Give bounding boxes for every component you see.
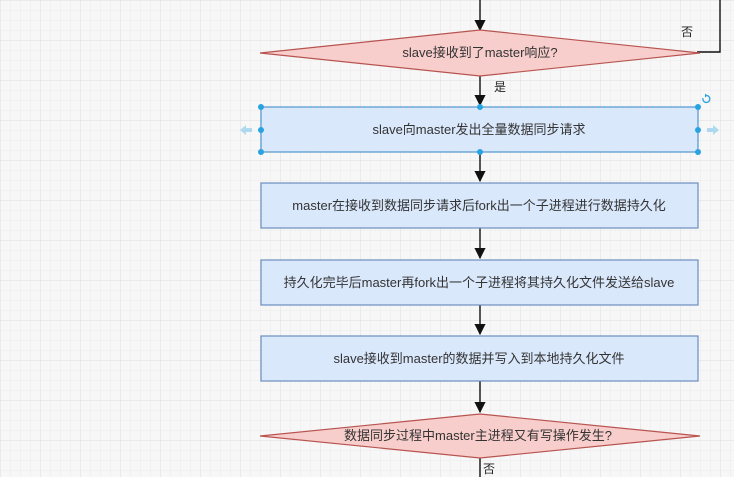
edge-label-no-bottom: 否 xyxy=(483,462,495,476)
process-slave-full-sync-request[interactable]: slave向master发出全量数据同步请求 xyxy=(260,106,699,153)
process-label: slave接收到master的数据并写入到本地持久化文件 xyxy=(333,351,624,366)
edge-label-no-top: 否 xyxy=(681,25,693,39)
resize-handles[interactable] xyxy=(258,104,701,155)
resize-handle-e[interactable] xyxy=(695,127,701,133)
decision-new-write[interactable]: 数据同步过程中master主进程又有写操作发生? xyxy=(259,413,701,459)
process-shape xyxy=(260,335,699,382)
connect-arrow-left-icon[interactable] xyxy=(240,125,252,135)
edges xyxy=(474,0,721,477)
edge-label-yes: 是 xyxy=(494,80,506,94)
decision-shape xyxy=(259,413,701,459)
decision-label: slave接收到了master响应? xyxy=(402,45,557,60)
selection-overlay xyxy=(240,93,719,155)
process-master-fork-persist[interactable]: master在接收到数据同步请求后fork出一个子进程进行数据持久化 xyxy=(260,182,699,229)
resize-handle-ne[interactable] xyxy=(695,104,701,110)
resize-handle-sw[interactable] xyxy=(258,149,264,155)
resize-handle-se[interactable] xyxy=(695,149,701,155)
resize-handle-n[interactable] xyxy=(477,104,483,110)
process-shape xyxy=(260,259,699,306)
decision-shape xyxy=(259,29,701,77)
process-label: 持久化完毕后master再fork出一个子进程将其持久化文件发送给slave xyxy=(284,275,675,290)
process-shape xyxy=(260,182,699,229)
process-label: master在接收到数据同步请求后fork出一个子进程进行数据持久化 xyxy=(292,198,665,213)
process-label: slave向master发出全量数据同步请求 xyxy=(372,122,585,137)
resize-handle-s[interactable] xyxy=(477,149,483,155)
process-master-fork-send-file[interactable]: 持久化完毕后master再fork出一个子进程将其持久化文件发送给slave xyxy=(260,259,699,306)
rotate-handle-icon[interactable] xyxy=(702,93,711,104)
decision-master-response[interactable]: slave接收到了master响应? xyxy=(259,29,701,77)
connect-arrow-right-icon[interactable] xyxy=(707,125,719,135)
resize-handle-nw[interactable] xyxy=(258,104,264,110)
process-shape xyxy=(260,106,699,153)
process-slave-receive-write[interactable]: slave接收到master的数据并写入到本地持久化文件 xyxy=(260,335,699,382)
decision-label: 数据同步过程中master主进程又有写操作发生? xyxy=(344,428,612,443)
edge-no-loop-right[interactable] xyxy=(697,0,721,53)
resize-handle-w[interactable] xyxy=(258,127,264,133)
